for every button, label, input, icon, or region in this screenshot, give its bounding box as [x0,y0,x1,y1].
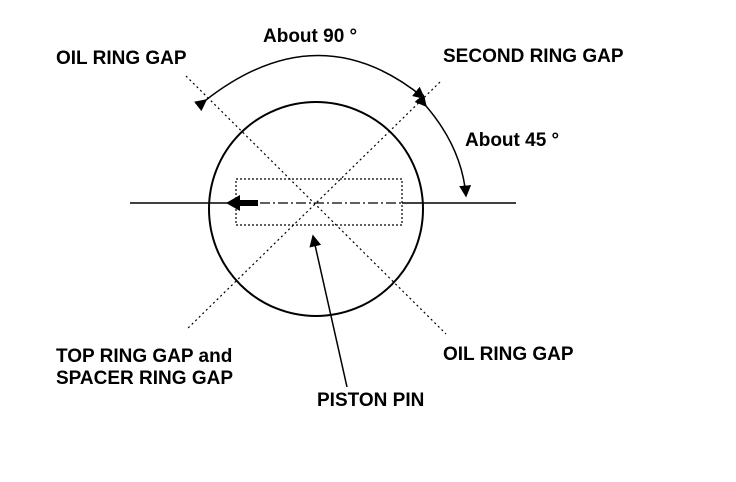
piston-outline [208,101,424,317]
piston-pin-leader [309,234,348,388]
top-ring-gap-label-line1: TOP RING GAP and [56,346,233,367]
piston-pin-outline [235,178,403,226]
top-ring-gap-label-line2: SPACER RING GAP [56,368,234,389]
angle-90-label: About 90 ° [263,26,358,47]
piston-pin-label: PISTON PIN [317,390,425,411]
oil-ring-gap-lower-label: OIL RING GAP [443,344,574,365]
oil-ring-gap-upper-label: OIL RING GAP [56,48,187,69]
angle-90-arc [194,54,426,112]
oil-ring-gap-diagonal [185,75,447,335]
angle-45-label: About 45 ° [465,130,560,151]
second-ring-gap-diagonal [185,81,441,331]
angle-45-arc [414,94,472,198]
second-ring-gap-label: SECOND RING GAP [443,46,624,67]
front-direction-arrowhead [226,195,240,211]
top-ring-gap-label: TOP RING GAP and SPACER RING GAP [56,346,233,390]
